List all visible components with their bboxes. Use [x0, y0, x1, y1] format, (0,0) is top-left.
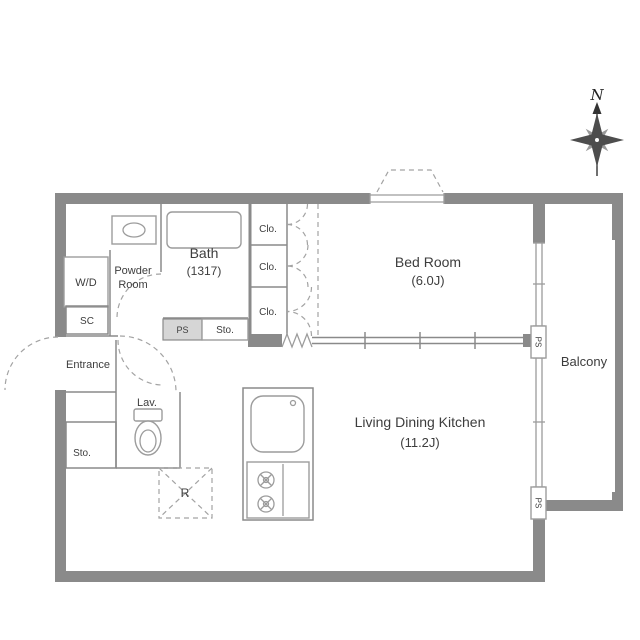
window-opening-arc [376, 169, 444, 193]
stove [246, 461, 310, 519]
refrigerator-space [158, 467, 213, 519]
walls [55, 193, 623, 582]
pipe-space-box [530, 486, 547, 520]
powder-room-door-swing [117, 339, 164, 386]
compass-arrowhead [592, 102, 602, 114]
shoe-closet-label: SC [80, 316, 94, 327]
toilet-tank [133, 408, 163, 422]
door-swings [4, 203, 319, 393]
burner-icon [257, 495, 275, 513]
interior-partitions [66, 204, 523, 469]
wall-segment [533, 204, 545, 243]
balcony-wall [545, 500, 623, 511]
washer-dryer-space [63, 256, 109, 308]
north-label: N [589, 86, 604, 104]
entrance-label: Entrance [66, 359, 110, 371]
storage-lower-label: Sto. [73, 448, 91, 459]
bath-label: Bath [190, 245, 219, 261]
fixtures [63, 211, 547, 521]
wall-segment [55, 571, 545, 582]
bathtub [166, 211, 242, 249]
refrigerator-cross [158, 467, 213, 519]
refrigerator-outline [158, 467, 213, 519]
toilet-bowl-inner [139, 429, 157, 453]
closet-door-swing [286, 244, 309, 267]
pipe-space-upper-label: PS [176, 325, 188, 335]
room-labels: Bath (1317) Powder Room W/D SC Entrance … [66, 224, 608, 508]
balcony-label: Balcony [561, 354, 608, 369]
toilet-bowl [134, 420, 162, 456]
faucet [289, 399, 297, 407]
wall-segment [55, 390, 66, 582]
soft-partition-zigzag [281, 332, 313, 349]
closet-door-swing [286, 286, 313, 313]
closet-door-swing [286, 265, 309, 288]
powder-room-label-line1: Powder [114, 265, 152, 277]
windows [369, 169, 545, 488]
refrigerator-label: R [181, 486, 190, 500]
counter-outline [242, 387, 314, 521]
wall-segment [533, 519, 545, 571]
bath-size-label: (1317) [187, 264, 222, 278]
partition-stub [248, 334, 282, 347]
washer-dryer-label: W/D [75, 277, 96, 289]
wall-segment [545, 193, 623, 204]
compass-rose: N [570, 86, 624, 176]
closet-label-2: Clo. [259, 262, 277, 273]
kitchen-counter [242, 387, 314, 521]
kitchen-sink [250, 395, 305, 453]
lavatory-door-swing [119, 335, 177, 393]
closet-door-swing [286, 223, 309, 246]
compass-hub [595, 138, 599, 142]
burner-icon [257, 471, 275, 489]
vanity-counter [111, 215, 157, 245]
closet-label-1: Clo. [259, 224, 277, 235]
balcony-wall [612, 204, 623, 240]
wall-segment [444, 193, 545, 204]
storage-upper-label: Sto. [216, 325, 234, 336]
entrance-door-swing [4, 336, 59, 391]
closet-door-swing [286, 203, 309, 226]
bedroom-label: Bed Room [395, 254, 461, 270]
wall-segment [55, 204, 66, 337]
pipe-space-wall-top-label: PS [534, 337, 543, 348]
pipe-space-box [530, 325, 547, 359]
powder-room-label-line2: Room [118, 279, 147, 291]
toilet-icon [133, 408, 163, 456]
balcony-railing [615, 240, 623, 500]
ldk-label: Living Dining Kitchen [355, 414, 486, 430]
ldk-size-label: (11.2J) [400, 435, 440, 450]
storage-box-lower [65, 421, 117, 469]
shoe-closet-box [65, 305, 109, 335]
pipe-space-wall-bottom-label: PS [534, 498, 543, 509]
closet-label-3: Clo. [259, 307, 277, 318]
wall-segment [55, 193, 370, 204]
vanity-basin [122, 222, 146, 238]
lavatory-label: Lav. [137, 397, 157, 409]
balcony-wall [612, 492, 623, 511]
closet-door-swing [286, 310, 313, 337]
storage-box-upper [201, 318, 249, 341]
partition-stub [523, 334, 533, 347]
bedroom-size-label: (6.0J) [411, 273, 444, 288]
